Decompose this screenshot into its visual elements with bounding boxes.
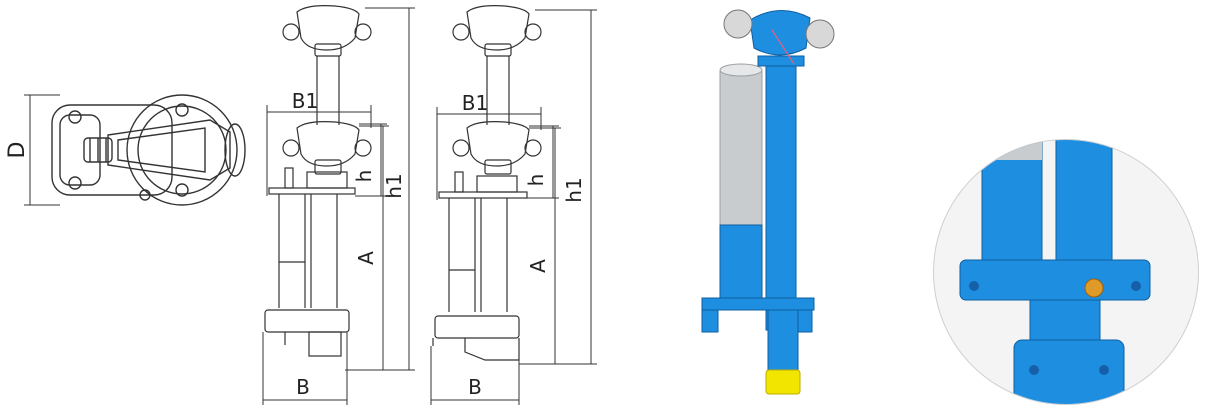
- dimension-b-2-label: B: [468, 375, 482, 399]
- blue-lower-pipe: [719, 224, 763, 306]
- side-drawing-1-panel: B1 B h A h1: [255, 0, 425, 420]
- hydrant-head: [749, 9, 811, 56]
- side-drawing-2: B1 B h A h1: [430, 5, 597, 405]
- top-view-panel: D: [0, 0, 260, 420]
- dimension-h-1-label: h: [352, 170, 376, 183]
- base-flange: [701, 297, 815, 311]
- detail-orange-seal: [1084, 278, 1104, 298]
- dimension-h-2: [527, 125, 559, 199]
- hydrant-photo-panel: [680, 0, 860, 420]
- dimension-b-1: [262, 332, 348, 405]
- detail-flange: [959, 259, 1151, 301]
- outlet-coupling-right: [805, 19, 835, 49]
- outlet-coupling-left: [723, 9, 753, 39]
- dimension-h1-1-label: h1: [382, 173, 406, 198]
- hydrant-2-outline: [432, 5, 542, 361]
- hydrant-top-outline: [51, 94, 246, 206]
- dimension-d: [24, 94, 60, 206]
- side-drawing-2-panel: B1 B h A h1: [425, 0, 605, 420]
- dimension-a-2: [519, 127, 561, 365]
- hydrant-1-outline: [264, 5, 372, 357]
- side-drawing-1: B1 B h A h1: [262, 5, 415, 405]
- dimension-b-1-label: B: [296, 375, 310, 399]
- yellow-base-cap: [765, 369, 801, 395]
- dimension-a-1-label: A: [354, 251, 378, 265]
- dimension-h1-2: [535, 9, 597, 365]
- top-view-drawing: D: [5, 94, 246, 206]
- detail-photo-panel: [930, 0, 1205, 420]
- dimension-b-2: [430, 346, 520, 405]
- detail-content: [934, 140, 1198, 404]
- grey-pipe: [719, 67, 763, 239]
- dimension-d-label: D: [5, 142, 30, 159]
- dimension-a-1: [345, 125, 389, 371]
- dimension-h1-1: [365, 7, 415, 371]
- dimension-h-2-label: h: [524, 174, 548, 187]
- hydrant-photo: [701, 9, 835, 395]
- dimension-b1-1-label: B1: [292, 89, 318, 113]
- dimension-h-1: [355, 123, 387, 197]
- dimension-b1-2-label: B1: [462, 91, 488, 115]
- detail-photo: [933, 139, 1199, 405]
- dimension-h1-2-label: h1: [562, 177, 586, 202]
- dimension-a-2-label: A: [526, 259, 550, 273]
- blue-column: [765, 59, 797, 331]
